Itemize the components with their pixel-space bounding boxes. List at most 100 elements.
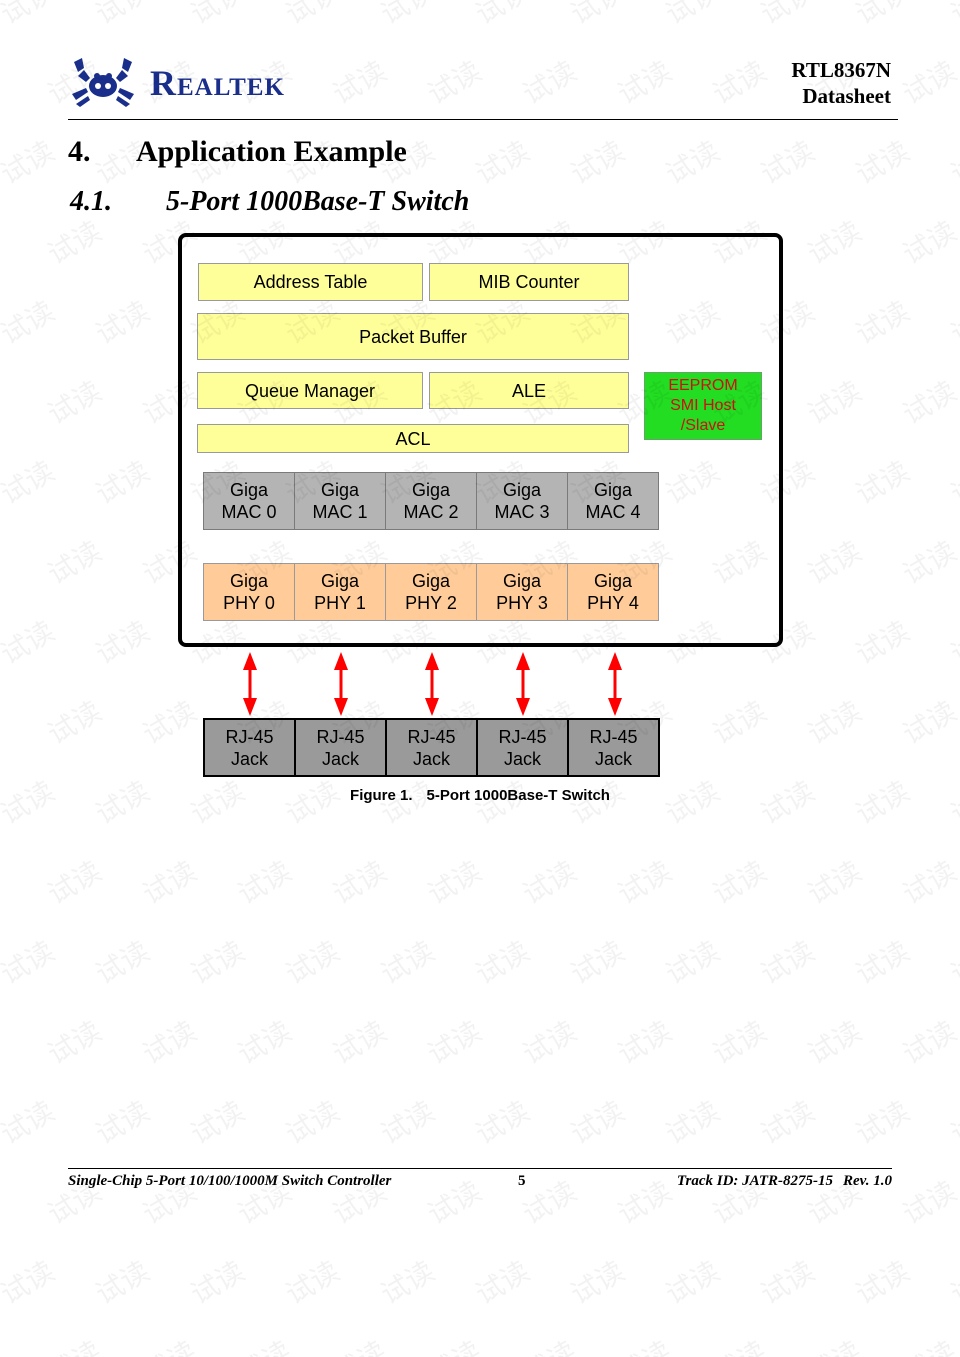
acl-block: ACL — [197, 424, 629, 453]
subsection-heading: 4.1. 5-Port 1000Base-T Switch — [70, 184, 469, 220]
watermark-text: 试读 — [185, 1254, 250, 1311]
watermark-text: 试读 — [517, 1174, 582, 1231]
watermark-text: 试读 — [612, 854, 677, 911]
watermark-text: 试读 — [850, 1254, 915, 1311]
address-table-block: Address Table — [198, 263, 423, 301]
doc-type: Datasheet — [802, 84, 891, 108]
watermark-text: 试读 — [565, 1254, 630, 1311]
jack-line-1: RJ-45 — [589, 726, 638, 747]
watermark-text: 试读 — [660, 1094, 725, 1151]
footer-product-description: Single-Chip 5-Port 10/100/1000M Switch C… — [68, 1173, 392, 1189]
figure-title: 5-Port 1000Base-T Switch — [426, 787, 610, 804]
subsection-title: 5-Port 1000Base-T Switch — [166, 186, 470, 217]
realtek-wordmark: Realtek — [150, 63, 285, 103]
watermark-text: 试读 — [517, 1334, 582, 1357]
watermark-text: 试读 — [232, 1014, 297, 1071]
jack-line-2: Jack — [321, 748, 359, 769]
watermark-text: 试读 — [375, 934, 440, 991]
phy-line-2: PHY 1 — [314, 593, 366, 613]
watermark-text: 试读 — [707, 1014, 772, 1071]
jack-line-2: Jack — [230, 748, 268, 769]
jack-line-2: Jack — [412, 748, 450, 769]
jack-line-2: Jack — [503, 748, 541, 769]
double-arrow-port-1 — [334, 652, 348, 716]
ale-block: ALE — [429, 372, 629, 409]
mac-line-1: Giga — [502, 480, 542, 500]
section-heading: 4.Application Example — [68, 132, 407, 172]
watermark-text: 试读 — [422, 854, 487, 911]
watermark-text: 试读 — [612, 1334, 677, 1357]
double-arrow-port-0 — [243, 652, 257, 716]
watermark-text: 试读 — [470, 1094, 535, 1151]
watermark-text: 试读 — [375, 1094, 440, 1151]
watermark-text: 试读 — [802, 854, 867, 911]
footer-rule — [68, 1168, 892, 1169]
mac-line-2: MAC 4 — [585, 502, 641, 522]
watermark-text: 试读 — [945, 934, 960, 991]
watermark-text: 试读 — [517, 854, 582, 911]
queue-manager-block: Queue Manager — [197, 372, 423, 409]
phy-line-2: PHY 4 — [587, 593, 639, 613]
watermark-text: 试读 — [0, 1094, 60, 1151]
eeprom-smi-block: EEPROM SMI Host /Slave — [644, 372, 762, 440]
phy-line-1: Giga — [229, 571, 269, 591]
watermark-text: 试读 — [565, 934, 630, 991]
section-title: Application Example — [136, 135, 407, 168]
phy-line-2: PHY 0 — [223, 593, 275, 613]
subsection-number: 4.1. — [70, 186, 112, 217]
mac-line-1: Giga — [411, 480, 451, 500]
jack-line-1: RJ-45 — [225, 726, 274, 747]
watermark-text: 试读 — [90, 934, 155, 991]
watermark-text: 试读 — [945, 1254, 960, 1311]
double-arrow-port-4 — [608, 652, 622, 716]
watermark-text: 试读 — [897, 1174, 960, 1231]
figure-label: Figure 1. — [350, 787, 413, 804]
watermark-text: 试读 — [0, 1254, 60, 1311]
watermark-text: 试读 — [517, 1014, 582, 1071]
watermark-text: 试读 — [375, 1254, 440, 1311]
jack-line-1: RJ-45 — [316, 726, 365, 747]
watermark-text: 试读 — [897, 1014, 960, 1071]
watermark-text: 试读 — [612, 1014, 677, 1071]
watermark-text: 试读 — [850, 934, 915, 991]
watermark-text: 试读 — [755, 934, 820, 991]
watermark-text: 试读 — [945, 1094, 960, 1151]
phy-line-2: PHY 2 — [405, 593, 457, 613]
watermark-text: 试读 — [422, 1174, 487, 1231]
watermark-text: 试读 — [280, 1254, 345, 1311]
watermark-text: 试读 — [707, 1334, 772, 1357]
watermark-text: 试读 — [90, 1094, 155, 1151]
watermark-text: 试读 — [660, 934, 725, 991]
watermark-text: 试读 — [897, 854, 960, 911]
watermark-text: 试读 — [897, 1334, 960, 1357]
phy-line-2: PHY 3 — [496, 593, 548, 613]
packet-buffer-block: Packet Buffer — [197, 313, 629, 360]
watermark-text: 试读 — [327, 1334, 392, 1357]
watermark-text: 试读 — [802, 1014, 867, 1071]
watermark-text: 试读 — [232, 854, 297, 911]
watermark-text: 试读 — [327, 1014, 392, 1071]
mac-line-2: MAC 3 — [494, 502, 550, 522]
slave-line: /Slave — [680, 417, 726, 434]
watermark-text: 试读 — [137, 854, 202, 911]
watermark-text: 试读 — [470, 934, 535, 991]
revision: Rev. 1.0 — [842, 1173, 892, 1189]
jack-line-1: RJ-45 — [498, 726, 547, 747]
double-arrow-port-3 — [516, 652, 530, 716]
watermark-text: 试读 — [470, 1254, 535, 1311]
watermark-text: 试读 — [612, 1174, 677, 1231]
jack-line-1: RJ-45 — [407, 726, 456, 747]
watermark-text: 试读 — [137, 1014, 202, 1071]
mac-line-2: MAC 0 — [221, 502, 277, 522]
port-link-arrows — [243, 652, 622, 716]
watermark-text: 试读 — [137, 1334, 202, 1357]
